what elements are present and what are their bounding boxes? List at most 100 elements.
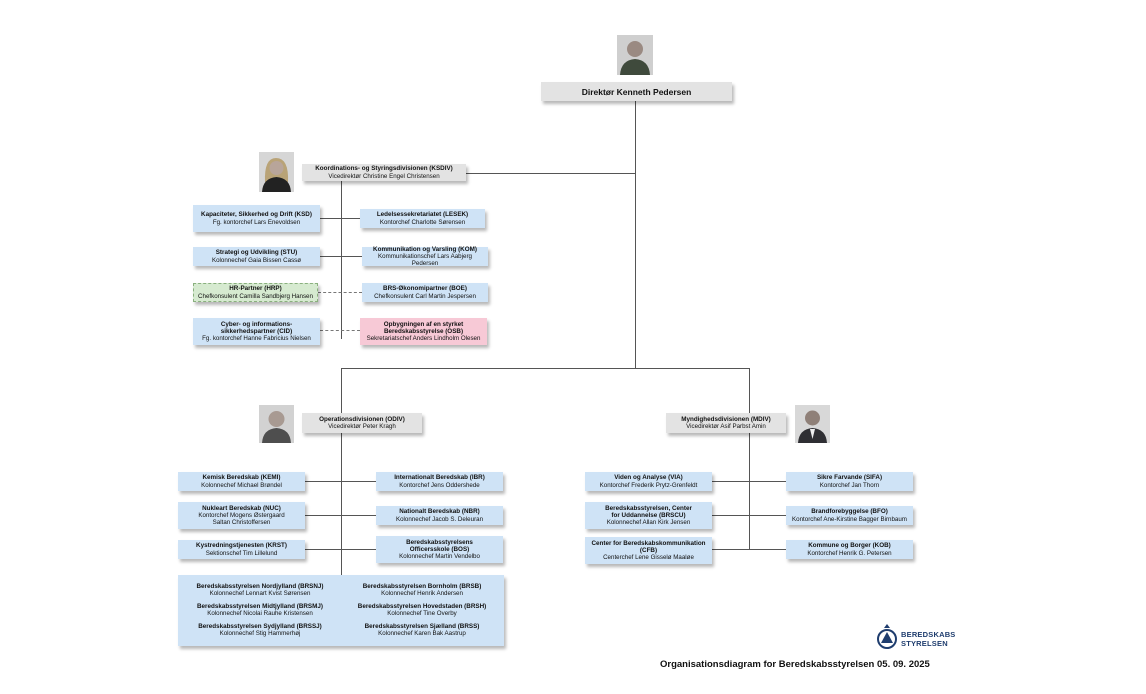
region-brssj: Beredskabsstyrelsen Sydjylland (BRSSJ) K… xyxy=(198,623,322,638)
mdiv-row3-connector xyxy=(712,549,786,550)
osb-box: Opbygningen af en styrket Beredskabsstyr… xyxy=(360,318,487,345)
ksdiv-photo xyxy=(259,152,294,192)
odiv-photo xyxy=(259,405,294,443)
odiv-drop xyxy=(341,368,342,413)
hrp-sub: Chefkonsulent Camilla Sandbjerg Hansen xyxy=(198,292,313,300)
mdiv-trunk xyxy=(749,433,750,550)
director-trunk xyxy=(635,101,636,369)
odiv-box: Operationsdivisionen (ODIV) Vicedirektør… xyxy=(302,413,422,433)
mdiv-title: Myndighedsdivisionen (MDIV) xyxy=(681,415,771,423)
ksd-sub: Fg. kontorchef Lars Enevoldsen xyxy=(212,218,301,226)
nuc-sub: Kontorchef Mogens Østergaard xyxy=(198,511,285,519)
kemi-box: Kemisk Beredskab (KEMI) Kolonnechef Mich… xyxy=(178,472,305,491)
kob-title: Kommune og Borger (KOB) xyxy=(808,542,891,550)
nuc-sub2: Saltan Christoffersen xyxy=(212,519,271,527)
sifa-sub: Kontorchef Jan Thorn xyxy=(819,481,880,489)
kom-title: Kommunikation og Varsling (KOM) xyxy=(373,245,477,253)
boe-box: BRS-Økonomipartner (BOE) Chefkonsulent C… xyxy=(362,283,488,302)
lesek-sub: Kontorchef Charlotte Sørensen xyxy=(379,218,466,226)
kob-box: Kommune og Borger (KOB) Kontorchef Henri… xyxy=(786,540,913,559)
mdiv-drop xyxy=(749,368,750,413)
cid-sub: Fg. kontorchef Hanne Fabricius Nielsen xyxy=(202,335,311,343)
stu-title: Strategi og Udvikling (STU) xyxy=(215,249,298,257)
lesek-title: Ledelsessekretariatet (LESEK) xyxy=(376,211,469,219)
director-box: Direktør Kenneth Pedersen xyxy=(541,82,732,101)
hrp-connector xyxy=(318,292,362,293)
osb-sub: Sekretariatschef Anders Lindholm Olesen xyxy=(366,335,481,343)
crest-icon xyxy=(877,624,897,649)
bfo-box: Brandforebyggelse (BFO) Kontorchef Ane-K… xyxy=(786,506,913,525)
sifa-title: Sikre Farvande (SIFA) xyxy=(816,474,883,482)
nbr-box: Nationalt Beredskab (NBR) Kolonnechef Ja… xyxy=(376,506,503,525)
ksd-connector xyxy=(320,218,360,219)
region-brsmj: Beredskabsstyrelsen Midtjylland (BRSMJ) … xyxy=(197,603,323,618)
mdiv-box: Myndighedsdivisionen (MDIV) Vicedirektør… xyxy=(666,413,786,433)
diagram-caption: Organisationsdiagram for Beredskabsstyre… xyxy=(660,659,930,670)
lesek-box: Ledelsessekretariatet (LESEK) Kontorchef… xyxy=(360,209,485,228)
ksdiv-title: Koordinations- og Styringsdivisionen (KS… xyxy=(315,165,453,173)
ksdiv-sub: Vicedirektør Christine Engel Christensen xyxy=(328,172,440,180)
ksdiv-trunk xyxy=(341,181,342,339)
boe-sub: Chefkonsulent Carl Martin Jespersen xyxy=(374,292,476,300)
cfb-box: Center for Beredskabskommunikation (CFB)… xyxy=(585,537,712,564)
mdiv-photo xyxy=(795,405,830,443)
ksdiv-connector xyxy=(466,173,636,174)
kom-sub: Kommunikationschef Lars Aabjerg Pedersen xyxy=(378,252,472,268)
regions-box xyxy=(178,575,504,646)
region-brss: Beredskabsstyrelsen Sjælland (BRSS) Kolo… xyxy=(364,623,480,638)
brscu-title: Beredskabsstyrelsen, Center for Uddannel… xyxy=(605,504,692,519)
via-box: Viden og Analyse (VIA) Kontorchef Freder… xyxy=(585,472,712,491)
boe-title: BRS-Økonomipartner (BOE) xyxy=(383,285,467,293)
odiv-row3-connector xyxy=(305,549,376,550)
region-brsb: Beredskabsstyrelsen Bornholm (BRSB) Kolo… xyxy=(362,583,482,598)
brscu-box: Beredskabsstyrelsen, Center for Uddannel… xyxy=(585,502,712,529)
via-title: Viden og Analyse (VIA) xyxy=(614,474,683,482)
stu-sub: Kolonnechef Gaia Bissen Cassø xyxy=(211,256,302,264)
ksdiv-box: Koordinations- og Styringsdivisionen (KS… xyxy=(302,164,466,181)
kob-sub: Kontorchef Henrik G. Petersen xyxy=(807,549,892,557)
nuc-title: Nukleart Beredskab (NUC) xyxy=(202,504,281,512)
nbr-title: Nationalt Beredskab (NBR) xyxy=(399,508,480,516)
stu-box: Strategi og Udvikling (STU) Kolonnechef … xyxy=(193,247,320,266)
brand-logo: BEREDSKABS STYRELSEN xyxy=(876,622,958,652)
mdiv-sub: Vicedirektør Asif Parbst Amin xyxy=(686,423,766,430)
cid-connector xyxy=(320,330,360,331)
kom-box: Kommunikation og Varsling (KOM) Kommunik… xyxy=(362,245,488,268)
logo-line1: BEREDSKABS xyxy=(901,630,956,639)
hrp-title: HR-Partner (HRP) xyxy=(229,285,282,293)
via-sub: Kontorchef Frederik Prytz-Grenfeldt xyxy=(599,481,698,489)
krst-title: Kystredningstjenesten (KRST) xyxy=(196,542,287,550)
mdiv-row2-connector xyxy=(712,515,786,516)
odiv-sub: Vicedirektør Peter Kragh xyxy=(328,423,396,430)
krst-box: Kystredningstjenesten (KRST) Sektionsche… xyxy=(178,540,305,559)
odiv-trunk xyxy=(341,433,342,575)
kemi-sub: Kolonnechef Michael Brøndel xyxy=(201,481,282,489)
region-brsnj: Beredskabsstyrelsen Nordjylland (BRSNJ) … xyxy=(196,583,324,598)
bos-title: Beredskabsstyrelsens Officersskole (BOS) xyxy=(406,538,473,553)
division-crossbar xyxy=(341,368,749,369)
bfo-sub: Kontorchef Ane-Kirstine Bagger Birnbaum xyxy=(792,515,907,523)
hrp-box: HR-Partner (HRP) Chefkonsulent Camilla S… xyxy=(193,283,318,302)
cid-box: Cyber- og informations-sikkerhedspartner… xyxy=(193,318,320,345)
bos-box: Beredskabsstyrelsens Officersskole (BOS)… xyxy=(376,536,503,563)
brscu-sub: Kolonnechef Allan Kirk Jensen xyxy=(606,519,691,527)
sifa-box: Sikre Farvande (SIFA) Kontorchef Jan Tho… xyxy=(786,472,913,491)
bos-sub: Kolonnechef Martin Vendelbo xyxy=(399,553,480,561)
logo-line2: STYRELSEN xyxy=(901,639,948,648)
ksd-title: Kapaciteter, Sikkerhed og Drift (KSD) xyxy=(201,211,312,219)
ibr-sub: Kontorchef Jens Oddershede xyxy=(399,481,480,489)
cfb-sub: Centerchef Lene Gisselø Maaløe xyxy=(603,554,694,562)
osb-title: Opbygningen af en styrket Beredskabsstyr… xyxy=(383,320,464,335)
ibr-box: Internationalt Beredskab (IBR) Kontorche… xyxy=(376,472,503,491)
mdiv-row1-connector xyxy=(712,481,786,482)
nuc-box: Nukleart Beredskab (NUC) Kontorchef Moge… xyxy=(178,502,305,529)
cid-title: Cyber- og informations-sikkerhedspartner… xyxy=(220,320,293,335)
ksd-box: Kapaciteter, Sikkerhed og Drift (KSD) Fg… xyxy=(193,205,320,232)
bfo-title: Brandforebyggelse (BFO) xyxy=(811,508,888,516)
kemi-title: Kemisk Beredskab (KEMI) xyxy=(202,474,281,482)
nbr-sub: Kolonnechef Jacob S. Deleuran xyxy=(395,515,484,523)
odiv-row1-connector xyxy=(305,481,376,482)
director-title: Direktør Kenneth Pedersen xyxy=(581,86,692,97)
krst-sub: Sektionschef Tim Lillelund xyxy=(205,549,278,557)
cfb-title: Center for Beredskabskommunikation (CFB) xyxy=(591,539,706,554)
